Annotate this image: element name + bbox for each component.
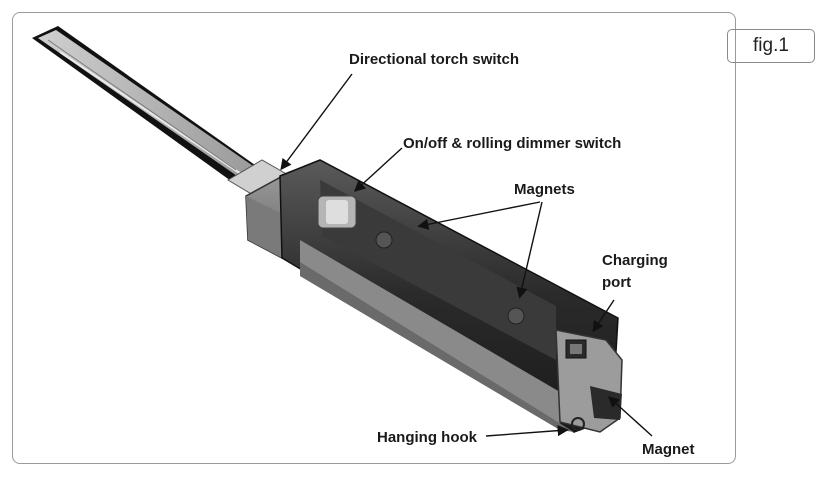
end-cap [555,329,623,433]
leader-dimmer-switch [353,147,403,192]
led-strip-arm [32,26,262,186]
magnet-2-icon [507,307,525,325]
end-magnet-icon [590,386,622,420]
dimmer-switch [317,195,357,229]
leader-magnet [607,396,653,437]
magnet-1-icon [375,231,393,249]
figure-frame [12,12,736,464]
label-directional-torch-switch: Directional torch switch [349,51,519,68]
torch-body [279,159,619,433]
leader-magnet-1 [417,201,541,230]
leader-directional-switch [280,73,353,171]
label-magnet: Magnet [642,441,695,458]
leader-magnet-2 [516,201,543,299]
label-hanging-hook: Hanging hook [377,429,478,446]
label-charging: Charging [602,252,668,269]
label-magnets: Magnets [514,181,575,198]
figure-number-tag: fig.1 [727,29,815,63]
label-port: port [602,274,631,291]
leader-hanging-hook [485,425,569,437]
hanging-hook-icon [571,417,585,431]
label-on-off-dimmer-switch: On/off & rolling dimmer switch [403,135,621,152]
leader-charging-port [592,299,615,333]
